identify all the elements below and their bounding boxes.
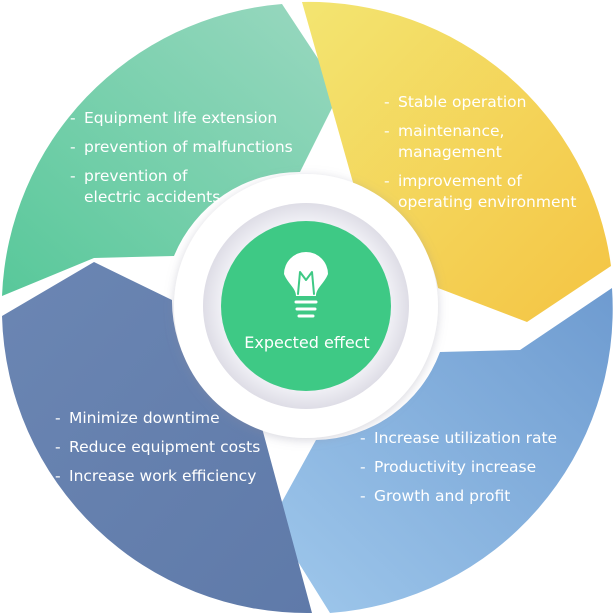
lightbulb-icon	[284, 252, 328, 318]
list-item: Productivity increase	[360, 457, 580, 478]
segment-yellow-list: Stable operation maintenance, management…	[384, 92, 594, 221]
center-label: Expected effect	[244, 333, 370, 352]
list-item: Minimize downtime	[55, 408, 295, 429]
list-item: maintenance, management	[384, 121, 594, 163]
center-core	[221, 221, 391, 391]
list-item: Growth and profit	[360, 486, 580, 507]
segment-green-list: Equipment life extension prevention of m…	[70, 108, 305, 216]
list-item: improvement of operating environment	[384, 171, 594, 213]
segment-navy-list: Minimize downtime Reduce equipment costs…	[55, 408, 295, 495]
segment-lightblue	[272, 288, 613, 613]
list-item: Increase work efficiency	[55, 466, 295, 487]
list-item: prevention of malfunctions	[70, 137, 305, 158]
list-item: Equipment life extension	[70, 108, 305, 129]
list-item: Increase utilization rate	[360, 428, 580, 449]
list-item: Reduce equipment costs	[55, 437, 295, 458]
list-item: Stable operation	[384, 92, 594, 113]
segment-lightblue-list: Increase utilization rate Productivity i…	[360, 428, 580, 515]
list-item: prevention of electric accidents	[70, 166, 305, 208]
